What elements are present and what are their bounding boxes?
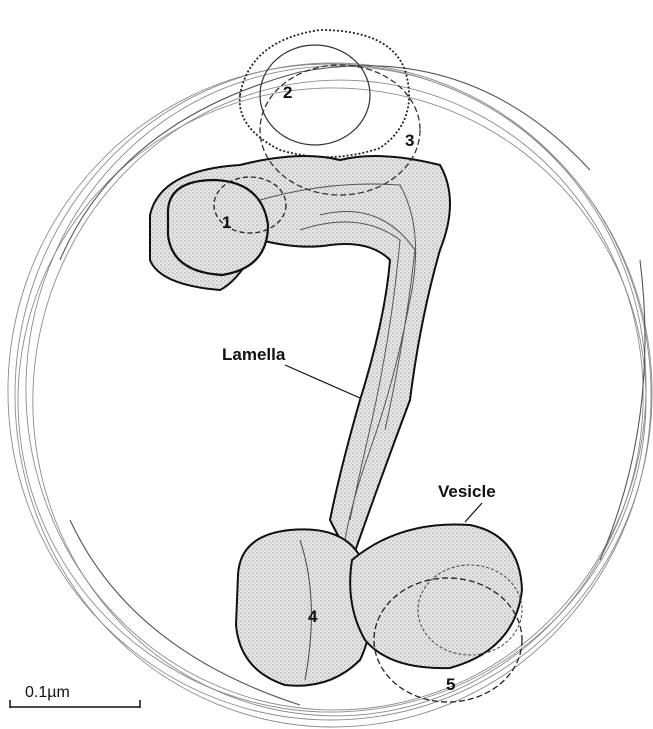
lamella-leader-line [285, 365, 360, 398]
vesicle-4 [236, 529, 371, 685]
scale-bar: 0.1µm [10, 684, 140, 708]
label-number-1: 1 [222, 213, 231, 232]
vesicle-5 [350, 524, 522, 702]
label-number-5: 5 [446, 675, 455, 694]
lamella-label: Lamella [222, 345, 286, 364]
label-number-2: 2 [283, 83, 292, 102]
vesicle-label: Vesicle [438, 482, 496, 501]
label-number-3: 3 [405, 131, 414, 150]
scale-bar-label: 0.1µm [25, 684, 70, 701]
vesicle-leader-line [465, 503, 482, 522]
label-number-4: 4 [308, 607, 318, 626]
